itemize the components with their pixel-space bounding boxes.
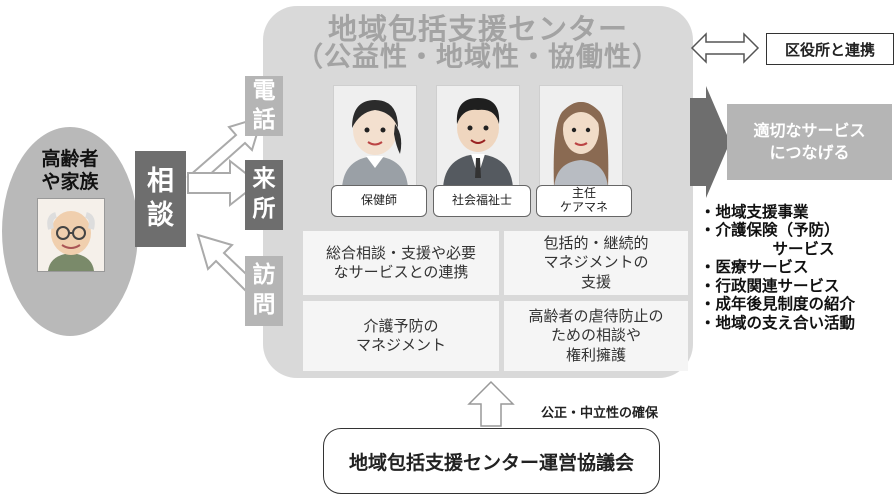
list-item: ・行政関連サービス <box>700 276 840 295</box>
list-item: ・医療サービス <box>700 258 809 277</box>
staff-role-chief-care-manager: 主任 ケアマネ <box>536 185 632 217</box>
elderly-person-icon <box>37 198 105 272</box>
council-box: 地域包括支援センター運営協議会 <box>323 428 660 494</box>
channel-visit-center: 来所 <box>245 160 283 230</box>
channel-home-visit: 訪問 <box>245 256 283 326</box>
ward-office-double-arrow <box>690 32 760 64</box>
center-title: 地域包括支援センター <box>327 12 628 46</box>
female-staff-portrait-icon <box>333 85 417 189</box>
list-item: ・介護保険（予防） <box>700 221 840 240</box>
function-general-consultation: 総合相談・支援や必要なサービスとの連携 <box>303 231 499 295</box>
staff-role-social-worker: 社会福祉士 <box>433 185 531 217</box>
list-item: ・成年後見制度の紹介 <box>700 295 856 314</box>
function-prevention-management: 介護予防のマネジメント <box>303 301 499 371</box>
services-arrow <box>690 86 730 198</box>
service-list: ・地域支援事業 ・介護保険（予防） サービス ・医療サービス ・行政関連サービス… <box>700 203 855 332</box>
staff-role-public-health-nurse: 保健師 <box>331 185 427 217</box>
channel-phone: 電話 <box>245 76 283 136</box>
function-abuse-prevention: 高齢者の虐待防止のための相談や権利擁護 <box>504 301 688 371</box>
function-comprehensive-management: 包括的・継続的マネジメントの支援 <box>504 231 688 295</box>
female-staff-portrait-icon <box>539 85 623 189</box>
fairness-up-arrow <box>467 380 515 427</box>
services-box: 適切なサービスにつなげる <box>727 104 892 180</box>
fairness-label: 公正・中立性の確保 <box>541 406 659 421</box>
center-subtitle: （公益性・地域性・協働性） <box>296 42 660 73</box>
ward-office-box: 区役所と連携 <box>766 33 894 65</box>
list-item: ・地域支援事業 <box>700 203 809 221</box>
male-staff-portrait-icon <box>436 85 520 189</box>
consultation-box: 相談 <box>135 151 186 247</box>
list-item: ・地域の支え合い活動 <box>700 313 856 332</box>
elderly-label: 高齢者 や家族 <box>41 148 99 193</box>
list-item: サービス <box>726 239 835 258</box>
